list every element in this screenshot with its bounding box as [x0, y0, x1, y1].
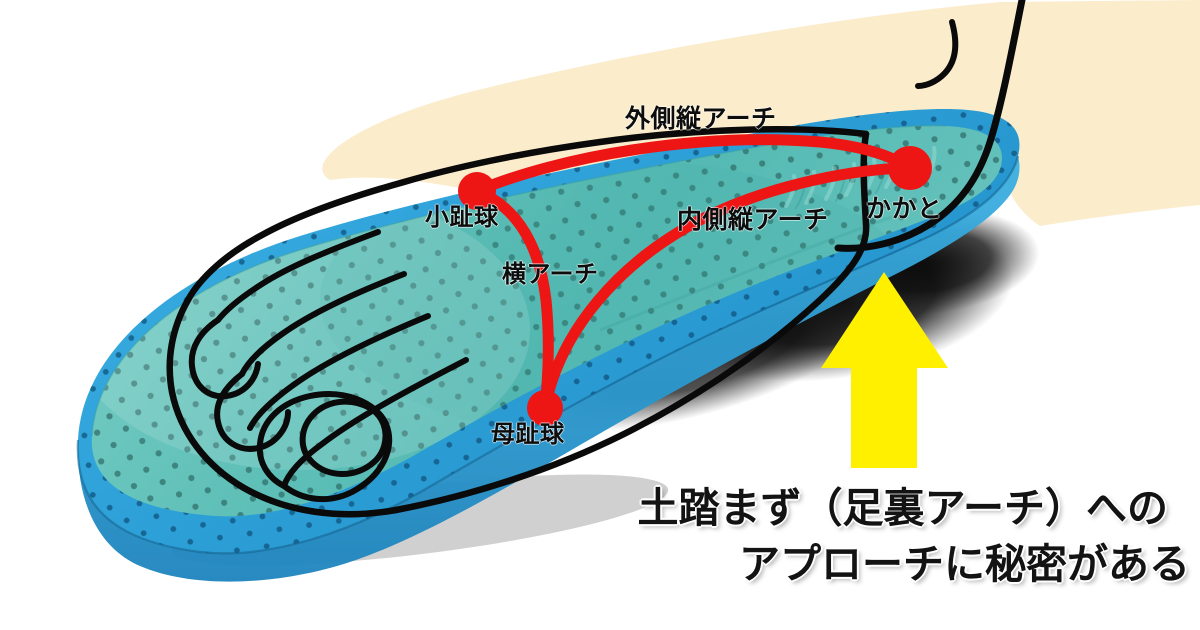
transverse-arch-line — [471, 185, 554, 414]
big-toe-ball-dot — [527, 390, 563, 426]
caption-text: 土踏まず（足裏アーチ）への アプローチに秘密がある — [600, 480, 1190, 592]
upward-arrow — [821, 272, 948, 468]
foot-outline-drawing — [166, 0, 1026, 518]
label-medial-longitudinal-arch: 内側縦アーチ — [677, 205, 829, 234]
medial-longitudinal-arch-line — [539, 162, 916, 414]
small-toe-ball-dot — [458, 172, 496, 210]
arch-markers — [458, 134, 932, 426]
heel-dot — [888, 146, 932, 190]
label-lateral-longitudinal-arch: 外側縦アーチ — [625, 104, 777, 133]
caption-line-1: 土踏まず（足裏アーチ）への — [637, 484, 1168, 532]
label-transverse-arch: 横アーチ — [502, 260, 599, 288]
label-heel: かかと — [866, 194, 943, 223]
label-small-toe-ball: 小趾球 — [425, 203, 499, 231]
label-big-toe-ball: 母趾球 — [491, 420, 565, 448]
lateral-longitudinal-arch-line — [471, 134, 916, 197]
caption-line-2: アプローチに秘密がある — [739, 540, 1190, 589]
